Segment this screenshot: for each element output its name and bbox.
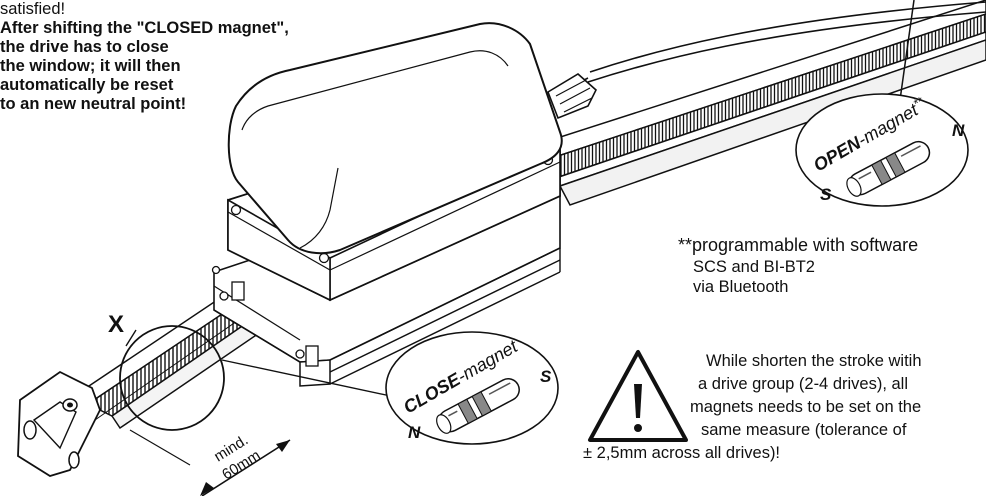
open-magnet-leader xyxy=(899,0,915,101)
actuator-cover xyxy=(227,22,563,255)
dimension-arrow xyxy=(129,429,291,496)
footnote-line-2: SCS and BI-BT2 xyxy=(693,258,815,276)
warning-triangle-icon xyxy=(588,350,688,442)
warning-line-2: a drive group (2-4 drives), all xyxy=(698,375,909,393)
mount-profile xyxy=(211,195,561,387)
detail-circle xyxy=(119,325,225,431)
close-magnet-leader xyxy=(221,359,401,399)
end-bracket xyxy=(17,370,101,477)
close-pole-left: N xyxy=(408,423,421,442)
open-pole-left: S xyxy=(820,185,832,204)
cable-gland xyxy=(547,73,597,120)
closed-note-line-2: the drive has to close xyxy=(0,38,169,56)
closed-note-line-5: to an new neutral point! xyxy=(0,95,187,113)
footnote-line-1: **programmable with software xyxy=(678,235,919,255)
detail-label: X xyxy=(108,311,124,338)
closed-note-line-1: After shifting the "CLOSED magnet", xyxy=(0,19,289,37)
intro-tail-text: satisfied! xyxy=(0,0,66,18)
warning-line-5: ± 2,5mm across all drives)! xyxy=(583,444,781,462)
closed-note-line-4: automatically be reset xyxy=(0,76,174,94)
open-pole-right: N xyxy=(952,121,965,140)
open-magnet: OPEN-magnet** S N xyxy=(795,93,969,207)
warning-line-4: same measure (tolerance of xyxy=(701,421,907,439)
warning-line-1: While shorten the stroke witih xyxy=(706,352,922,370)
close-pole-right: S xyxy=(540,367,552,386)
warning-line-3: magnets needs to be set on the xyxy=(690,398,922,416)
detail-leader xyxy=(125,329,137,347)
closed-note-line-3: the window; it will then xyxy=(0,57,181,75)
footnote-line-3: via Bluetooth xyxy=(693,278,789,296)
close-magnet: CLOSE-magnet N S xyxy=(385,331,559,445)
upper-rack xyxy=(518,0,986,206)
cable xyxy=(589,1,986,73)
